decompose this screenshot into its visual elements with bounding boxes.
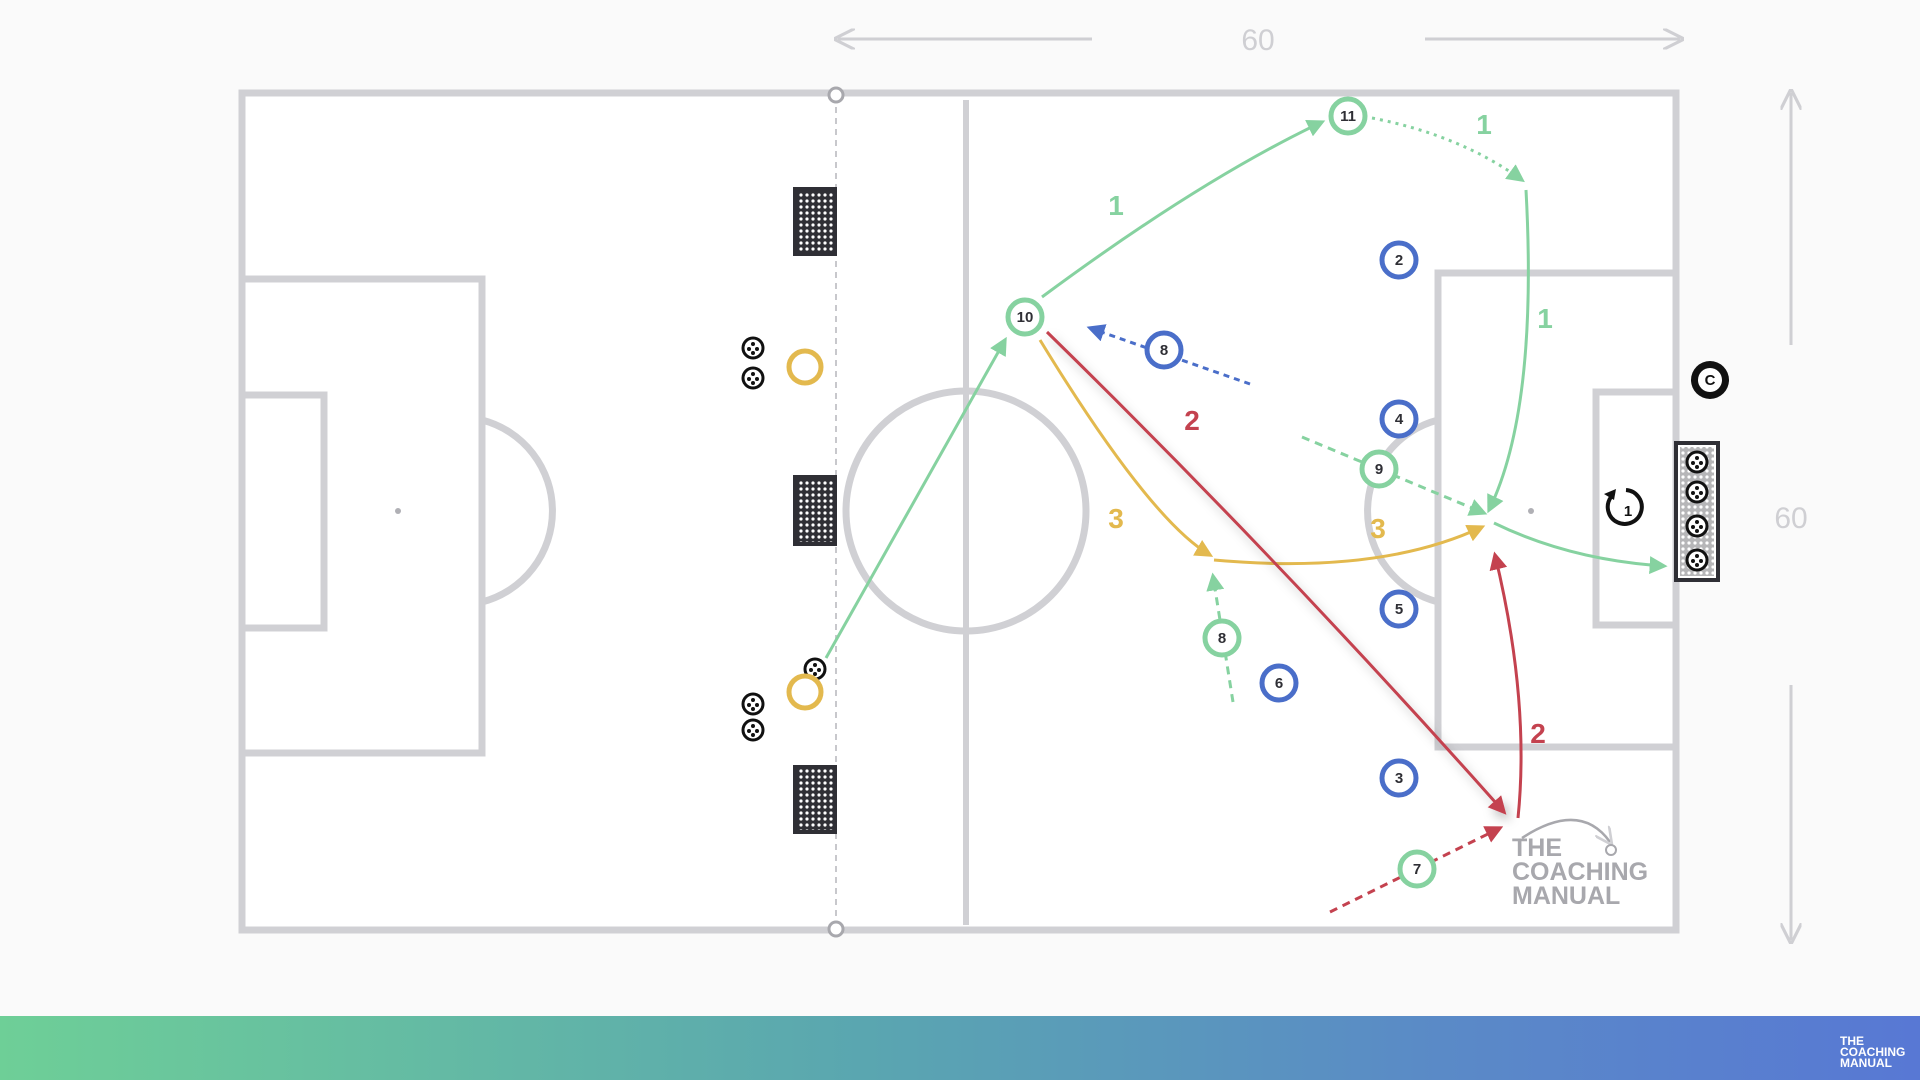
height-label: 60: [1774, 502, 1807, 535]
green-run-line: [1371, 116, 1525, 183]
defender-6: 6: [1259, 663, 1299, 703]
svg-text:4: 4: [1395, 411, 1404, 428]
svg-text:MANUAL: MANUAL: [1512, 882, 1620, 910]
yellow-pass-line: [1213, 524, 1486, 566]
green-pass-line: [824, 336, 1007, 659]
yellow-ring-marker: [786, 673, 824, 711]
attacker-7: 7: [1397, 849, 1437, 889]
ball-icon: [1685, 450, 1709, 474]
svg-text:C: C: [1705, 372, 1716, 389]
footer-gradient-band: [0, 1016, 1920, 1080]
defender-3: 3: [1379, 758, 1419, 798]
attacker-10: 10: [1005, 297, 1045, 337]
defender-5: 5: [1379, 589, 1419, 629]
sequence-label: 1: [1108, 190, 1124, 221]
ball-icon: [1685, 514, 1709, 538]
svg-text:COACHING: COACHING: [1512, 858, 1648, 886]
ball-icon: [1685, 548, 1709, 572]
red-run-line: [1329, 826, 1504, 914]
width-label: 60: [1241, 24, 1274, 57]
mini-goal-middle: [793, 475, 837, 546]
goalkeeper: 1: [1604, 488, 1644, 526]
defender-2: 2: [1379, 240, 1419, 280]
svg-text:9: 9: [1375, 461, 1383, 478]
defending-players: 2 8 4 5 6 3: [1144, 240, 1419, 798]
green-shot-line: [1493, 521, 1668, 575]
attacker-9: 9: [1359, 449, 1399, 489]
ball-icon: [741, 336, 765, 360]
red-pass-line: [1045, 330, 1507, 815]
height-dimension: 60: [1774, 93, 1808, 940]
ball-icon: [741, 366, 765, 390]
footer-logo-line: MANUAL: [1840, 1056, 1892, 1070]
svg-text:7: 7: [1413, 861, 1421, 878]
yellow-ring-marker: [786, 348, 824, 386]
svg-text:1: 1: [1624, 503, 1632, 520]
svg-text:3: 3: [1395, 770, 1403, 787]
mini-goal-bottom: [793, 765, 837, 834]
footer-logo-line: THE: [1840, 1034, 1864, 1048]
ball-icon: [741, 692, 765, 716]
footer-logo: THE COACHING MANUAL: [1840, 1034, 1910, 1076]
mini-goal-top: [793, 187, 837, 256]
sequence-label: 3: [1108, 503, 1124, 534]
red-pass-line: [1489, 551, 1523, 819]
pass-lines: [824, 116, 1668, 914]
ball-group: [741, 336, 1709, 742]
svg-text:THE: THE: [1512, 834, 1562, 862]
defender-4: 4: [1379, 399, 1419, 439]
attacking-players: 10 11 9 8 7: [1005, 96, 1437, 889]
sequence-labels: 1 1 1 2 2 3 3: [1108, 109, 1553, 749]
pitch: [238, 89, 1680, 934]
ball-icon: [741, 718, 765, 742]
ball-icon: [1685, 480, 1709, 504]
svg-text:10: 10: [1017, 309, 1034, 326]
sequence-label: 3: [1370, 513, 1386, 544]
yellow-pass-line: [1038, 339, 1214, 557]
coach-marker: C: [1691, 361, 1729, 399]
width-dimension: 60: [838, 24, 1680, 57]
attacker-11: 11: [1328, 96, 1368, 136]
attacker-8: 8: [1202, 618, 1242, 658]
defender-8: 8: [1144, 330, 1184, 370]
sequence-label: 2: [1530, 718, 1546, 749]
sequence-label: 1: [1476, 109, 1492, 140]
svg-text:2: 2: [1395, 252, 1403, 269]
svg-text:6: 6: [1275, 675, 1283, 692]
sequence-label: 1: [1537, 303, 1553, 334]
watermark-logo: THE COACHING MANUAL: [1512, 818, 1648, 910]
green-pass-line: [1041, 120, 1326, 299]
svg-text:8: 8: [1218, 630, 1226, 647]
sequence-label: 2: [1184, 405, 1200, 436]
svg-text:11: 11: [1340, 108, 1356, 125]
green-pass-line: [1487, 189, 1530, 514]
footer-logo-line: COACHING: [1840, 1045, 1906, 1059]
svg-text:8: 8: [1160, 342, 1168, 359]
svg-text:5: 5: [1395, 601, 1403, 618]
